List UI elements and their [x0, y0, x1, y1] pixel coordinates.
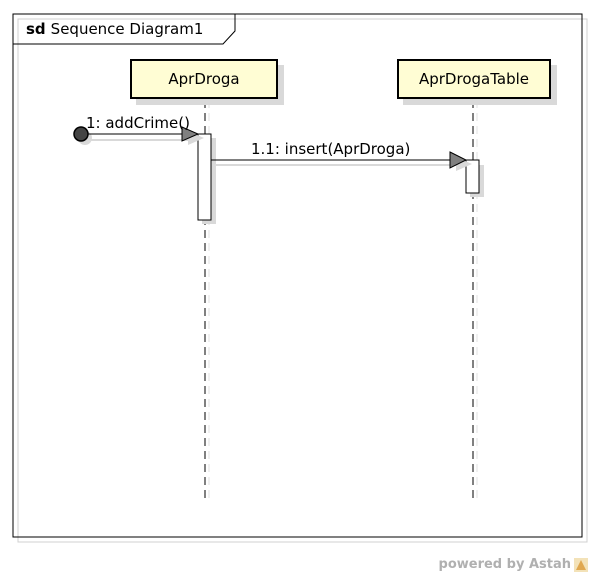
- arrowhead-insert: [449, 151, 468, 169]
- astah-logo-icon: [574, 557, 588, 572]
- footer-watermark: powered by Astah: [439, 557, 588, 572]
- arrowhead-addcrime: [181, 126, 200, 142]
- lifeline-label: AprDroga: [168, 70, 240, 88]
- frame-name: Sequence Diagram1: [50, 20, 204, 38]
- activation-bar-aprdroga: [197, 133, 212, 221]
- lifeline-head-aprdrogatable: AprDrogaTable: [397, 59, 551, 99]
- message-label-addcrime: 1: addCrime(): [86, 114, 190, 132]
- footer-text: powered by Astah: [438, 557, 571, 572]
- message-label-insert: 1.1: insert(AprDroga): [251, 140, 411, 158]
- activation-bar-aprdrogatable: [465, 159, 480, 194]
- frame-tag-border: [13, 14, 236, 45]
- lifeline-head-aprdroga: AprDroga: [130, 59, 278, 99]
- lifeline-label: AprDrogaTable: [418, 70, 530, 88]
- frame-keyword: sd: [26, 20, 46, 38]
- diagram-frame: [12, 13, 583, 538]
